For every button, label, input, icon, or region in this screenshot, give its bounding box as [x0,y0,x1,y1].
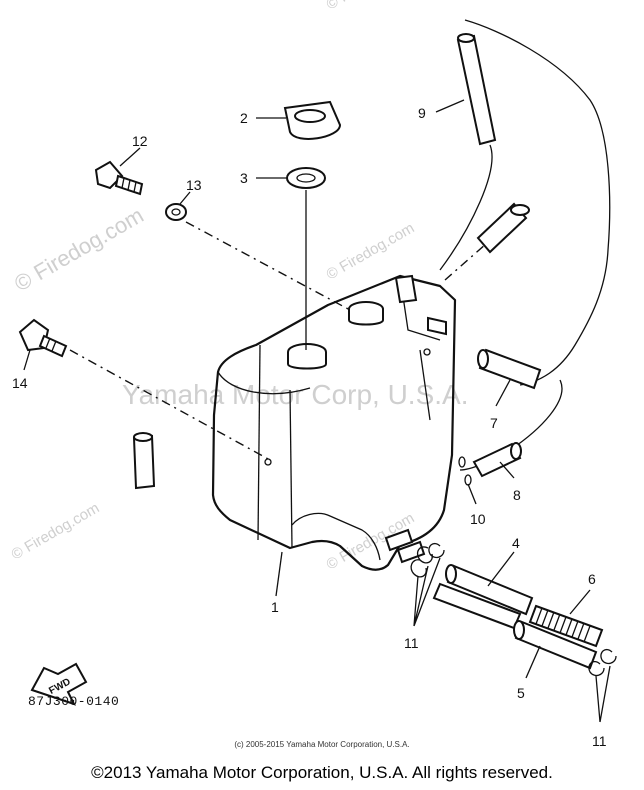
callout-10: 10 [470,511,486,527]
hose-8 [472,442,522,478]
hose-route-line [464,19,611,386]
callouts: 1 2 3 4 5 6 7 8 9 10 11 11 12 [12,99,611,749]
callout-4: 4 [512,535,520,551]
callout-13: 13 [186,177,202,193]
callout-8: 8 [513,487,521,503]
hose-4 [432,564,534,630]
hose-9 [456,33,497,146]
bolt-12 [94,160,144,196]
part-code: 87J300-0140 [28,694,120,709]
clip-11 [588,648,617,677]
hose-route-line [439,144,493,271]
centerline [185,221,351,311]
callout-11: 11 [592,733,607,749]
watermark-firedog: © Firedog.com [324,219,418,283]
centerline [444,213,521,281]
callout-7: 7 [490,415,498,431]
callout-12: 12 [132,133,148,149]
watermark-firedog: © Firedog.com [324,0,418,13]
small-copyright: (c) 2005-2015 Yamaha Motor Corporation, … [234,740,410,749]
hose-7 [477,348,542,390]
callout-9: 9 [418,105,426,121]
callout-6: 6 [588,571,596,587]
centerline [69,349,271,461]
hose-segment [132,432,156,490]
callout-14: 14 [12,375,28,391]
oil-tank [211,274,457,571]
cap-2 [283,100,342,140]
watermark-yamaha: Yamaha Motor Corp, U.S.A. [122,379,469,410]
watermark-firedog: © Firedog.com [10,202,148,296]
hose-segment [476,202,530,254]
fwd-arrow-icon: FWD [30,662,88,706]
hose-5 [513,620,598,670]
washer-13 [165,203,187,221]
clip-11 [410,542,445,578]
callout-3: 3 [240,170,248,186]
callout-1: 1 [271,599,279,615]
callout-5: 5 [517,685,525,701]
spring-6 [528,604,604,648]
clip-10 [458,456,472,486]
gasket-3 [286,167,326,189]
watermark-firedog: © Firedog.com [9,499,103,563]
callout-11: 11 [404,635,419,651]
callout-2: 2 [240,110,248,126]
bolt-14 [18,318,68,358]
footer-copyright: ©2013 Yamaha Motor Corporation, U.S.A. A… [91,763,553,782]
